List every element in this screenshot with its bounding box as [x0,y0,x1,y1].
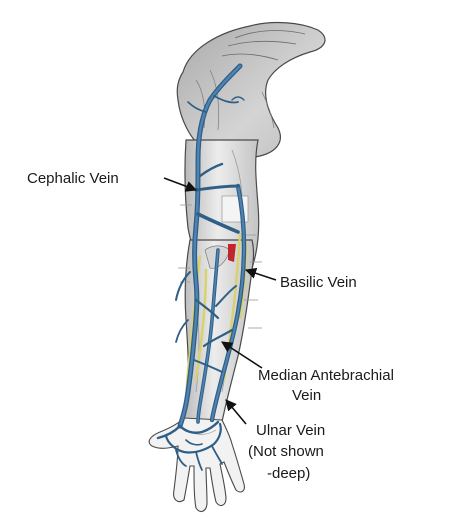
median-antebrachial-arrow [221,341,263,369]
veins [156,63,247,471]
label-arrows [163,177,277,425]
median-antebrachial-vein-label-line1: Median Antebrachial [258,367,394,384]
basilic-vein-label: Basilic Vein [280,274,357,291]
median-antebrachial-vein-label-line2: Vein [292,387,322,404]
cephalic-arrow [163,177,198,192]
basilic-arrow [244,267,277,281]
ulnar-vein-label-line3: -deep) [267,465,311,482]
ulnar-vein-label-line2: (Not shown [248,443,324,460]
ulnar-vein-label-line1: Ulnar Vein [256,422,326,439]
shoulder-region [176,21,326,159]
ulnar-arrow [225,399,247,425]
cephalic-vein-label: Cephalic Vein [27,170,119,187]
